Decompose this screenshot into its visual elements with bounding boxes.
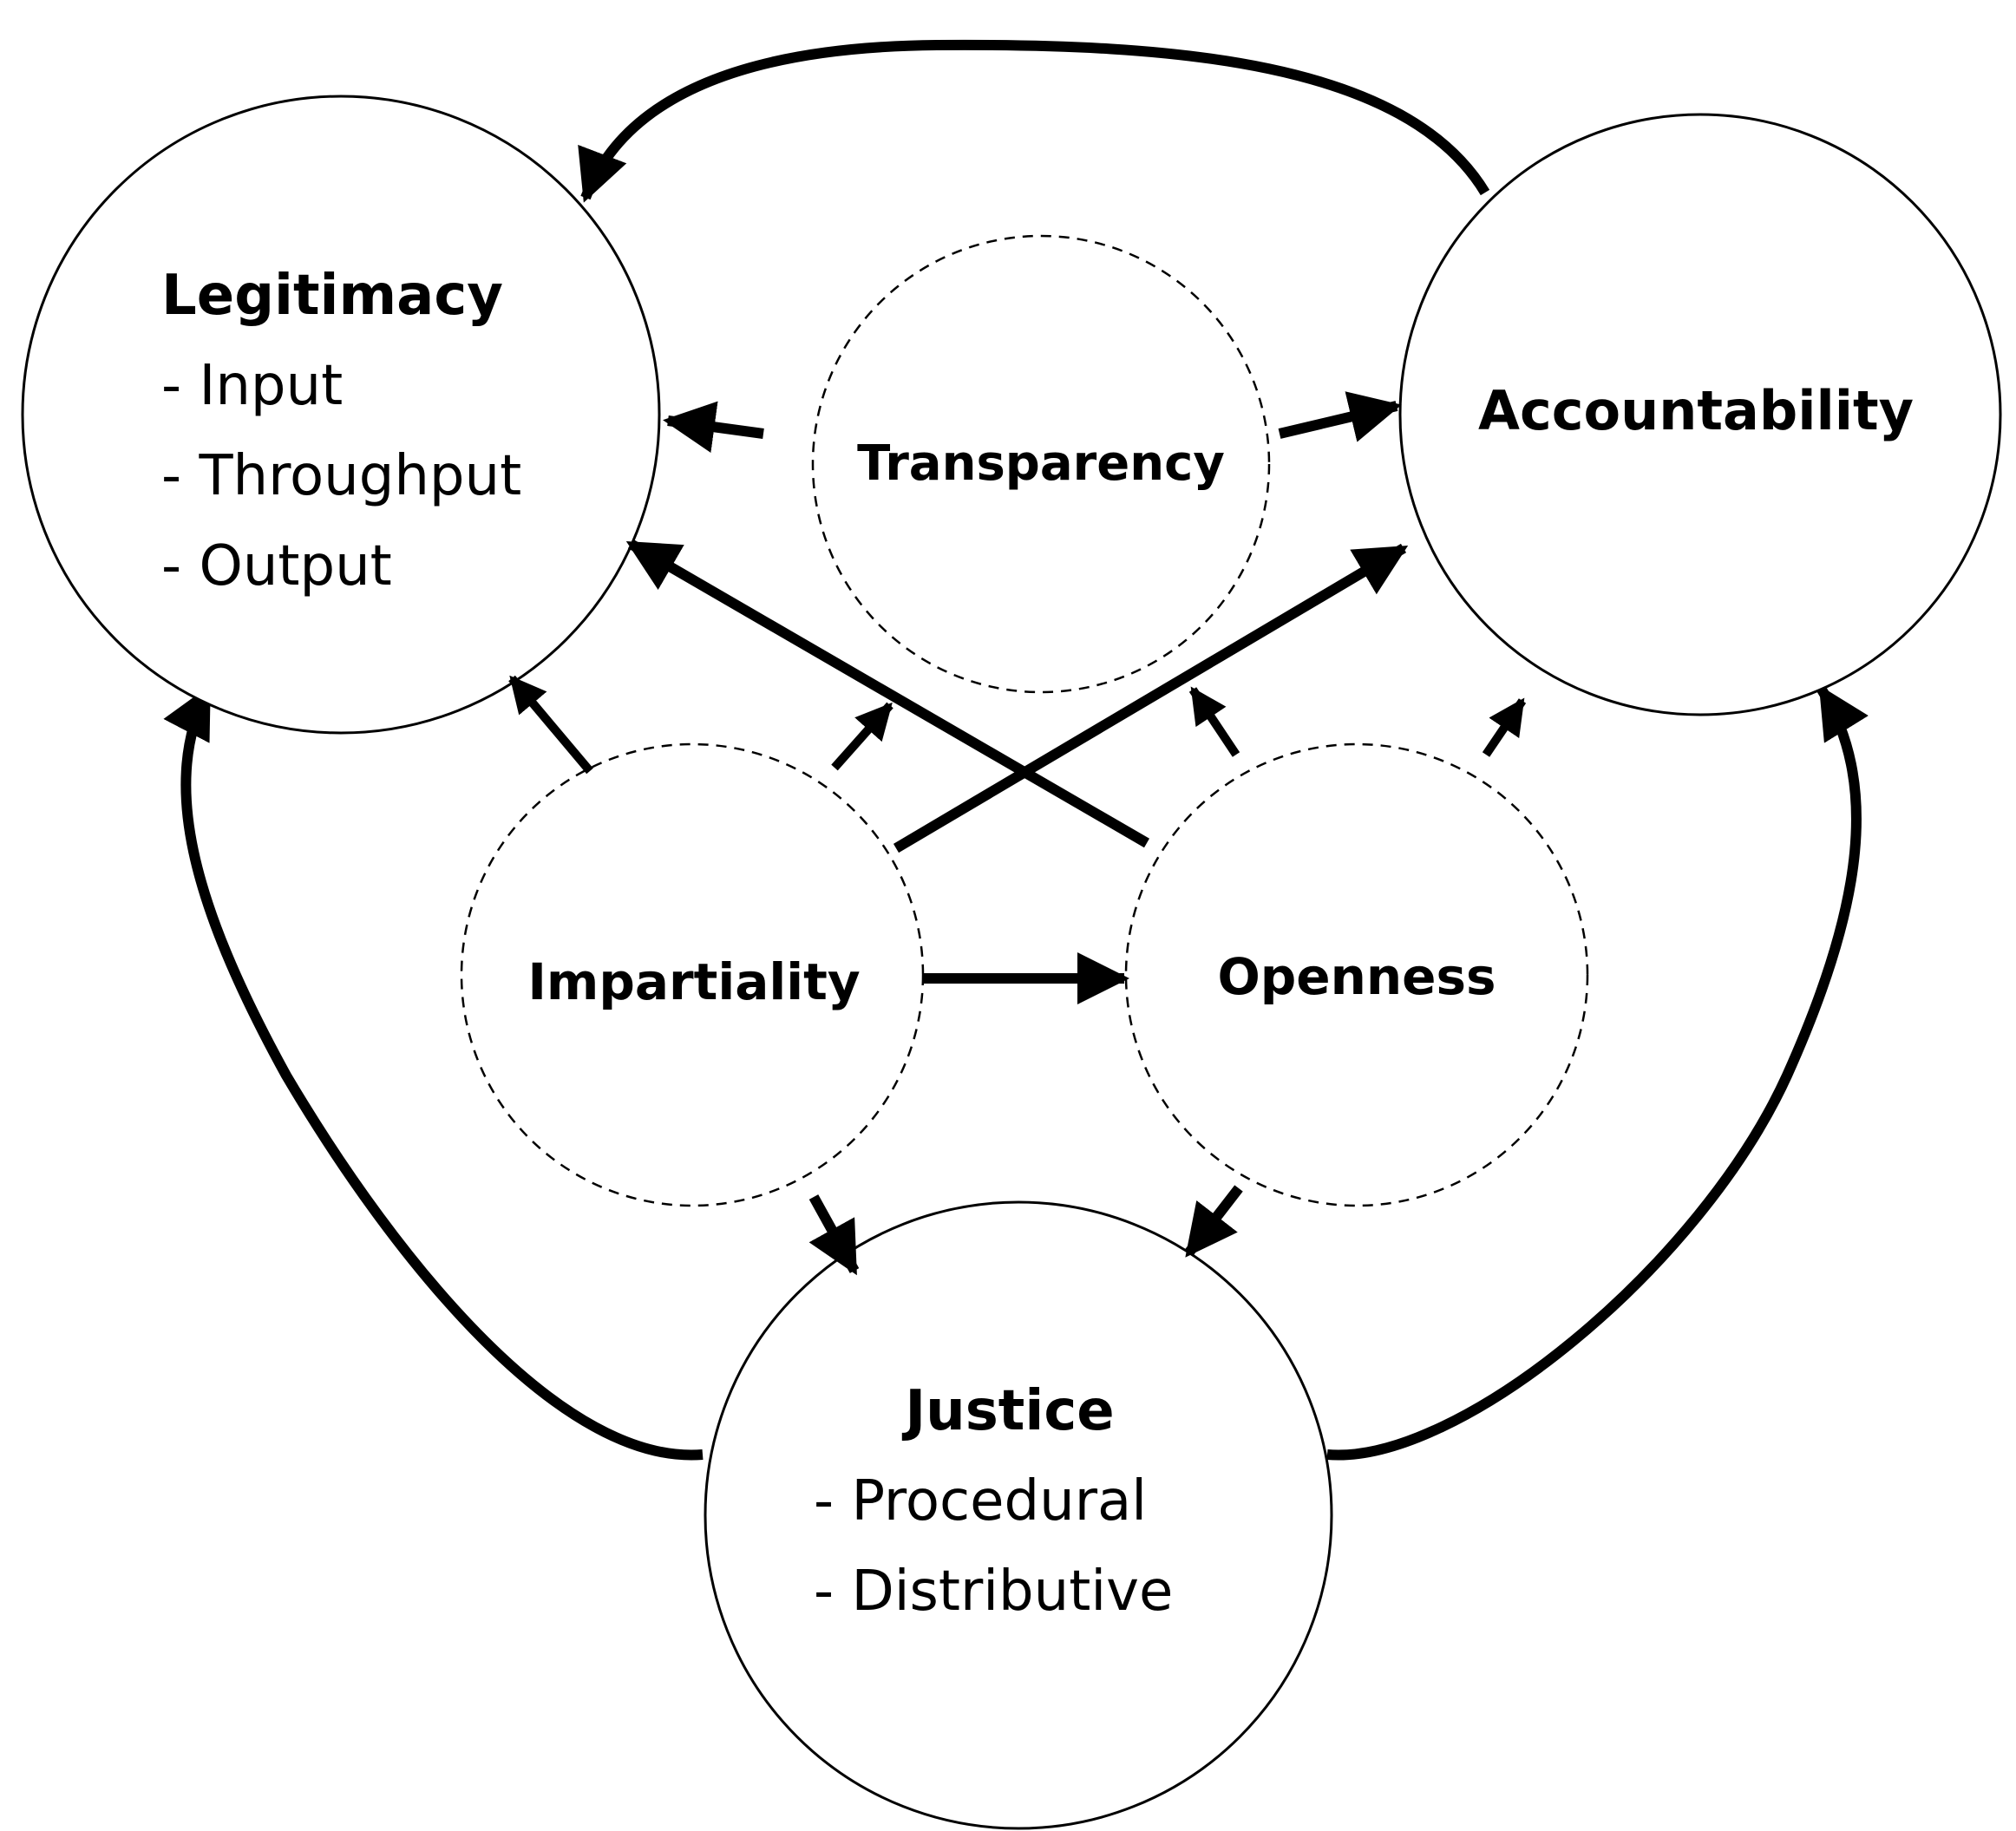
edge-accountability-to-legitimacy xyxy=(578,39,1490,203)
edge-impartiality-to-accountability xyxy=(893,543,1409,853)
edge-openness-to-accountability xyxy=(1482,697,1527,757)
transparency-title: Transparency xyxy=(857,435,1225,492)
edge-justice-to-legitimacy xyxy=(163,684,704,1461)
edge-openness-to-transparency xyxy=(1188,686,1240,757)
edge-transparency-to-legitimacy xyxy=(663,401,764,454)
impartiality-title: Impartiality xyxy=(527,952,860,1011)
edge-justice-to-accountability xyxy=(1326,684,1869,1461)
justice-node xyxy=(704,1200,1333,1830)
legitimacy-node xyxy=(21,95,661,735)
legitimacy-item-output: - Output xyxy=(161,534,392,598)
edge-impartiality-to-justice xyxy=(808,1194,860,1276)
edge-openness-to-legitimacy xyxy=(625,539,1150,848)
edge-impartiality-to-transparency xyxy=(831,702,893,771)
openness-title: Openness xyxy=(1217,947,1496,1006)
edge-transparency-to-accountability xyxy=(1278,391,1402,442)
legitimacy-item-throughput: - Throughput xyxy=(161,444,521,508)
edge-openness-to-justice xyxy=(1184,1185,1243,1258)
edge-impartiality-to-legitimacy xyxy=(508,675,593,775)
legitimacy-item-input: - Input xyxy=(161,354,343,418)
legitimacy-title: Legitimacy xyxy=(161,264,503,328)
accountability-title: Accountability xyxy=(1478,379,1914,442)
openness-node xyxy=(1124,742,1589,1207)
justice-item-procedural: - Procedural xyxy=(814,1469,1147,1533)
transparency-node xyxy=(811,234,1271,694)
justice-title: Justice xyxy=(901,1379,1114,1443)
justice-item-distributive: - Distributive xyxy=(814,1560,1173,1624)
